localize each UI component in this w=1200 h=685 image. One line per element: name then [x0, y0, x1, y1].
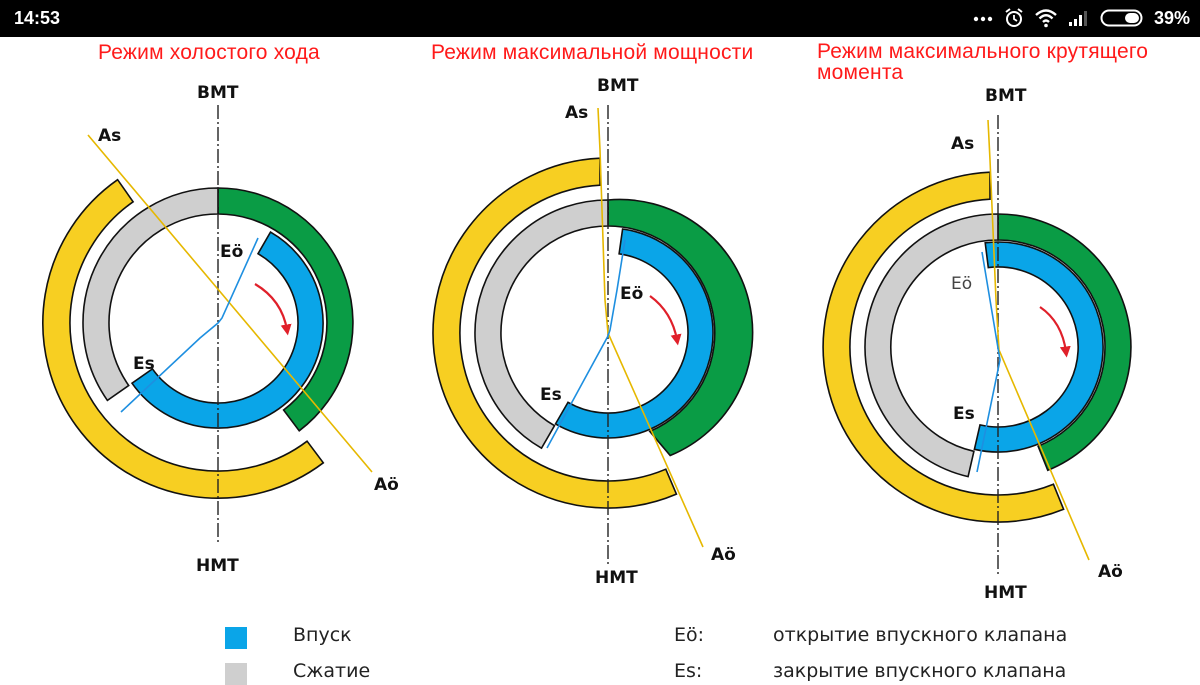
- legend-compression-swatch: [225, 663, 247, 685]
- eo-label: Eö: [951, 274, 973, 294]
- legend-es-text: закрытие впускного клапана: [773, 660, 1067, 682]
- es-label: Es: [953, 404, 975, 424]
- ao-label: Aö: [374, 475, 399, 495]
- status-icons: 39%: [972, 6, 1190, 30]
- alarm-icon: [1005, 8, 1023, 27]
- battery-percent: 39%: [1153, 7, 1190, 28]
- as-label: As: [98, 126, 122, 146]
- legend-intake-swatch: [225, 627, 247, 649]
- exhaust-arc: [42, 178, 325, 499]
- eo-label: Eö: [220, 242, 244, 262]
- bmt-label: BMT: [985, 86, 1027, 106]
- diagram-3: [822, 115, 1132, 575]
- bmt-label: BMT: [197, 83, 239, 103]
- ao-label: Aö: [711, 545, 736, 565]
- wifi-icon: [1035, 9, 1057, 28]
- power-arc: [217, 187, 354, 432]
- legend-es-key: Es:: [674, 660, 703, 682]
- hmt-label: HMT: [984, 583, 1027, 603]
- status-bar: 14:53 39%: [0, 0, 1200, 37]
- status-time: 14:53: [14, 8, 61, 28]
- hmt-label: HMT: [595, 568, 638, 588]
- power-arc: [997, 213, 1132, 472]
- es-label: Es: [540, 385, 562, 405]
- diagram-1-title: Режим холостого хода: [98, 41, 320, 64]
- hmt-label: HMT: [196, 556, 239, 576]
- exhaust-arc: [822, 171, 1065, 523]
- more-dots-icon: [973, 16, 993, 22]
- as-label: As: [565, 103, 589, 123]
- as-label: As: [951, 134, 975, 154]
- diagram-3-title-line1: Режим максимального крутящего: [817, 40, 1149, 63]
- intake-arc: [130, 231, 324, 429]
- ao-label: Aö: [1098, 562, 1123, 582]
- legend-eo-key: Eö:: [674, 624, 705, 646]
- signal-icon: [1068, 11, 1087, 26]
- diagram-3-title-line2: момента: [817, 61, 904, 84]
- diagram-2: [432, 105, 754, 565]
- intake-arc: [973, 241, 1104, 453]
- exhaust-arc: [432, 157, 678, 509]
- legend-eo-text: открытие впускного клапана: [773, 624, 1068, 646]
- power-arc: [607, 198, 754, 457]
- es-label: Es: [133, 354, 155, 374]
- legend-intake-label: Впуск: [293, 624, 352, 646]
- eo-label: Eö: [620, 284, 644, 304]
- intake-arc: [554, 228, 714, 439]
- diagram-2-title: Режим максимальной мощности: [431, 41, 754, 64]
- diagram-1: [42, 105, 373, 545]
- legend-compression-label: Сжатие: [293, 660, 371, 682]
- bmt-label: BMT: [597, 76, 639, 96]
- battery-icon: [1100, 9, 1143, 27]
